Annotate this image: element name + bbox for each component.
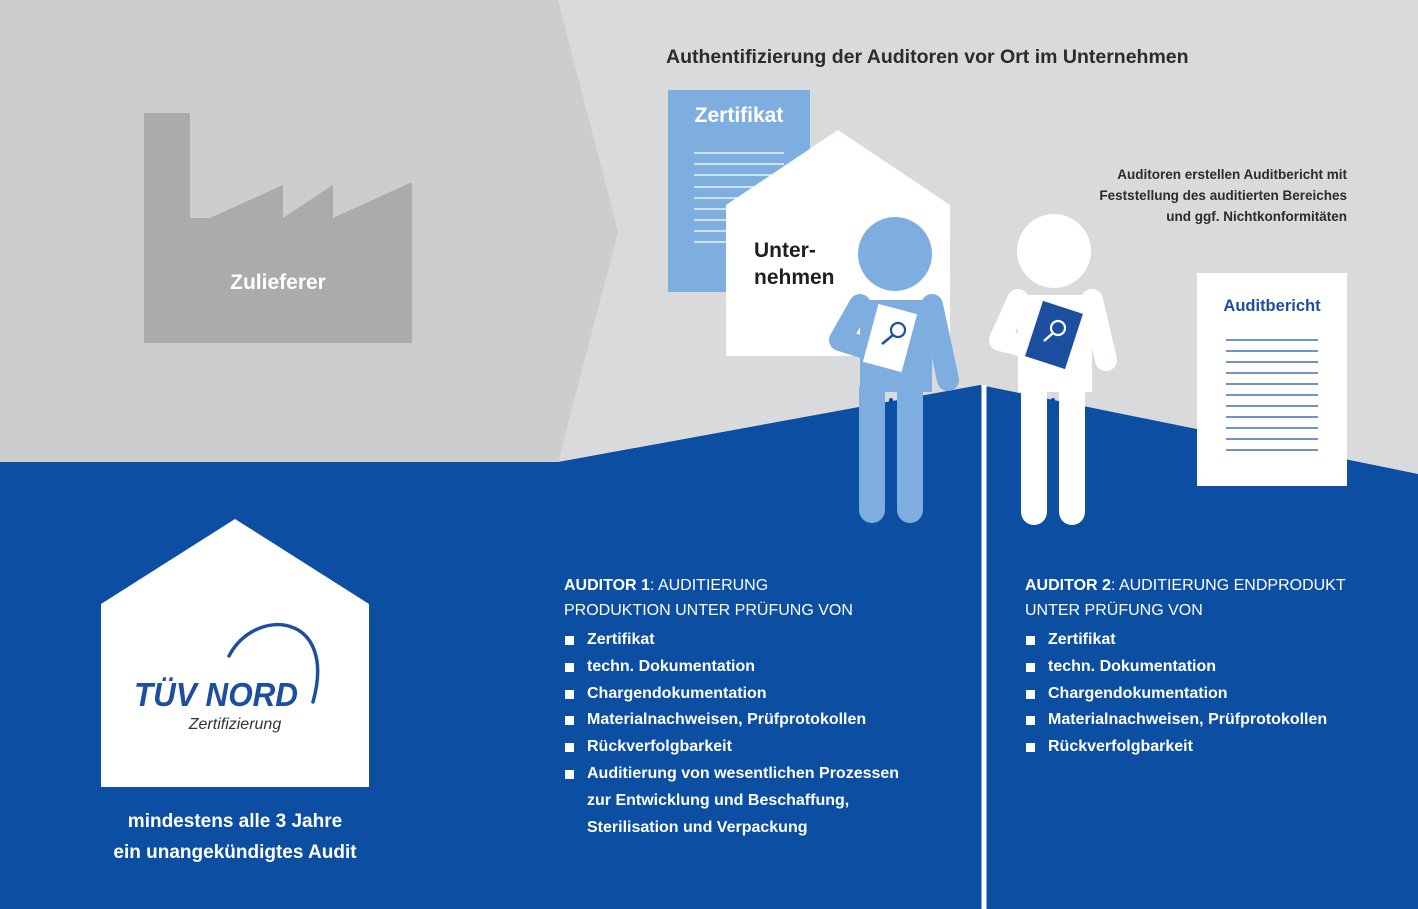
certificate-label: Zertifikat [694, 104, 784, 127]
audit-report-lines [1226, 339, 1318, 451]
tuv-logo-subtitle: Zertifizierung [188, 716, 282, 733]
list-item: techn. Dokumentation [564, 654, 974, 681]
tuv-logo-arc [227, 623, 320, 704]
list-item: Materialnachweisen, Prüfprotokollen [1025, 707, 1415, 734]
list-item: Zertifikat [564, 627, 974, 654]
auditor-2-section: AUDITOR 2: AUDITIERUNG ENDPRODUKT UNTER … [1025, 573, 1415, 761]
audit-report-note: Auditoren erstellen Auditbericht mit Fes… [1099, 167, 1347, 224]
auditor-1-list: Zertifikat techn. Dokumentation Chargend… [564, 627, 974, 841]
list-item: Materialnachweisen, Prüfprotokollen [564, 707, 974, 734]
diagram-heading: Authentifizierung der Auditoren vor Ort … [666, 46, 1189, 68]
list-item: Auditierung von wesentlichen Prozessen z… [564, 761, 974, 841]
auditor-1-title: AUDITOR 1: AUDITIERUNG PRODUKTION UNTER … [564, 577, 853, 619]
auditor-2-title: AUDITOR 2: AUDITIERUNG ENDPRODUKT UNTER … [1025, 577, 1346, 619]
audit-report-label: Auditbericht [1223, 297, 1321, 315]
list-item: Zertifikat [1025, 627, 1415, 654]
audit-frequency-text: mindestens alle 3 Jahre ein unangekündig… [113, 811, 357, 863]
company-house [726, 130, 950, 356]
auditor-1-clipboard [862, 303, 918, 373]
list-item: Rückverfolgbarkeit [564, 734, 974, 761]
auditor-2-figure [989, 214, 1117, 525]
list-item: Rückverfolgbarkeit [1025, 734, 1415, 761]
auditor-2-clipboard [1025, 300, 1083, 370]
list-item: Chargendokumentation [1025, 681, 1415, 708]
company-label: Unter- nehmen [754, 239, 835, 289]
tuv-house [101, 519, 369, 787]
tuv-logo-text: TÜV NORD [134, 676, 298, 713]
list-item: techn. Dokumentation [1025, 654, 1415, 681]
auditor-1-section: AUDITOR 1: AUDITIERUNG PRODUKTION UNTER … [564, 573, 974, 841]
list-item: Chargendokumentation [564, 681, 974, 708]
factory-icon [144, 113, 412, 343]
auditor-2-list: Zertifikat techn. Dokumentation Chargend… [1025, 627, 1415, 761]
supplier-label: Zulieferer [230, 271, 326, 294]
